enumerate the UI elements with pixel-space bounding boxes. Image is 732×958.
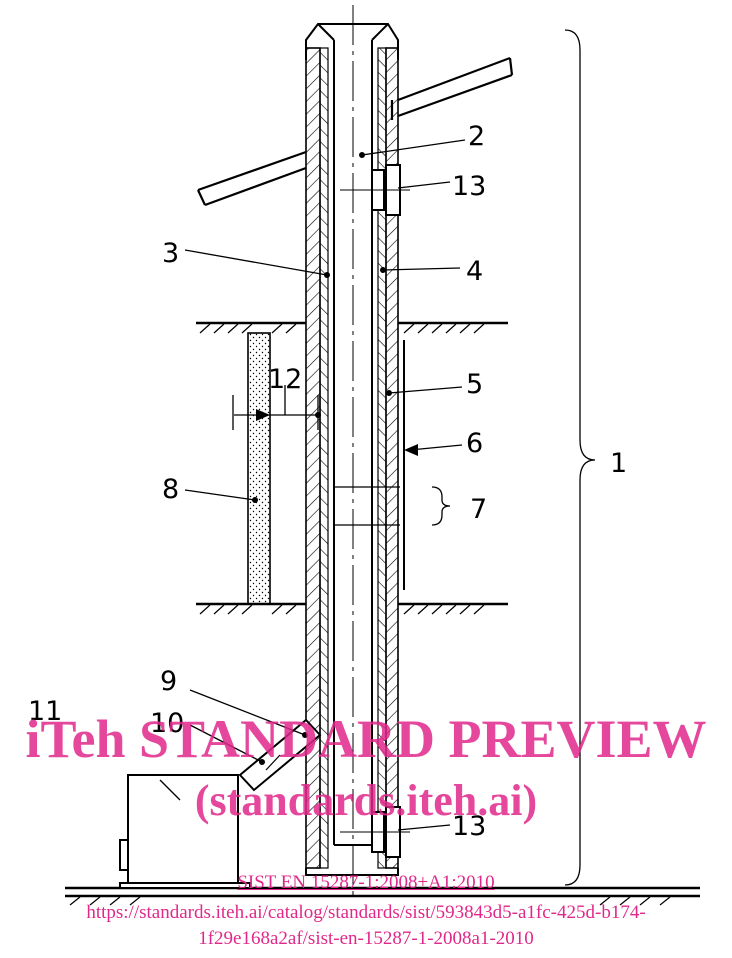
inspection-opening-lower <box>340 806 410 858</box>
watermark-subtitle: (standards.iteh.ai) <box>194 776 538 825</box>
callout-13-upper: 13 <box>452 171 486 202</box>
callout-5: 5 <box>466 369 483 400</box>
connecting-flue-pipe <box>238 718 322 792</box>
callout-7: 7 <box>470 494 487 525</box>
callout-9: 9 <box>160 666 177 697</box>
callout-4: 4 <box>466 256 483 287</box>
callout-8: 8 <box>162 474 179 505</box>
combustible-wall <box>247 332 271 605</box>
leader-lines <box>159 29 596 886</box>
callout-2: 2 <box>468 121 485 152</box>
leader-dots <box>252 152 418 765</box>
watermark-title: iTeh STANDARD PREVIEW <box>25 709 707 769</box>
watermark-url-line2[interactable]: 1f29e168a2af/sist-en-15287-1-2008a1-2010 <box>198 928 534 949</box>
inspection-opening-upper <box>340 164 410 216</box>
chimney-walls <box>305 47 399 869</box>
watermark-doc-id[interactable]: SIST EN 15287-1:2008+A1:2010 <box>237 872 495 893</box>
callout-12: 12 <box>268 364 302 395</box>
roof <box>197 56 514 207</box>
watermark-url-line1[interactable]: https://standards.iteh.ai/catalog/standa… <box>86 902 646 923</box>
callout-6: 6 <box>466 428 483 459</box>
callout-3: 3 <box>162 238 179 269</box>
heating-appliance <box>119 774 251 889</box>
callout-1: 1 <box>610 448 627 479</box>
callout-11: 11 <box>28 696 62 727</box>
callout-10: 10 <box>150 708 184 739</box>
callout-13-lower: 13 <box>452 811 486 842</box>
slab-hatching <box>69 323 671 906</box>
